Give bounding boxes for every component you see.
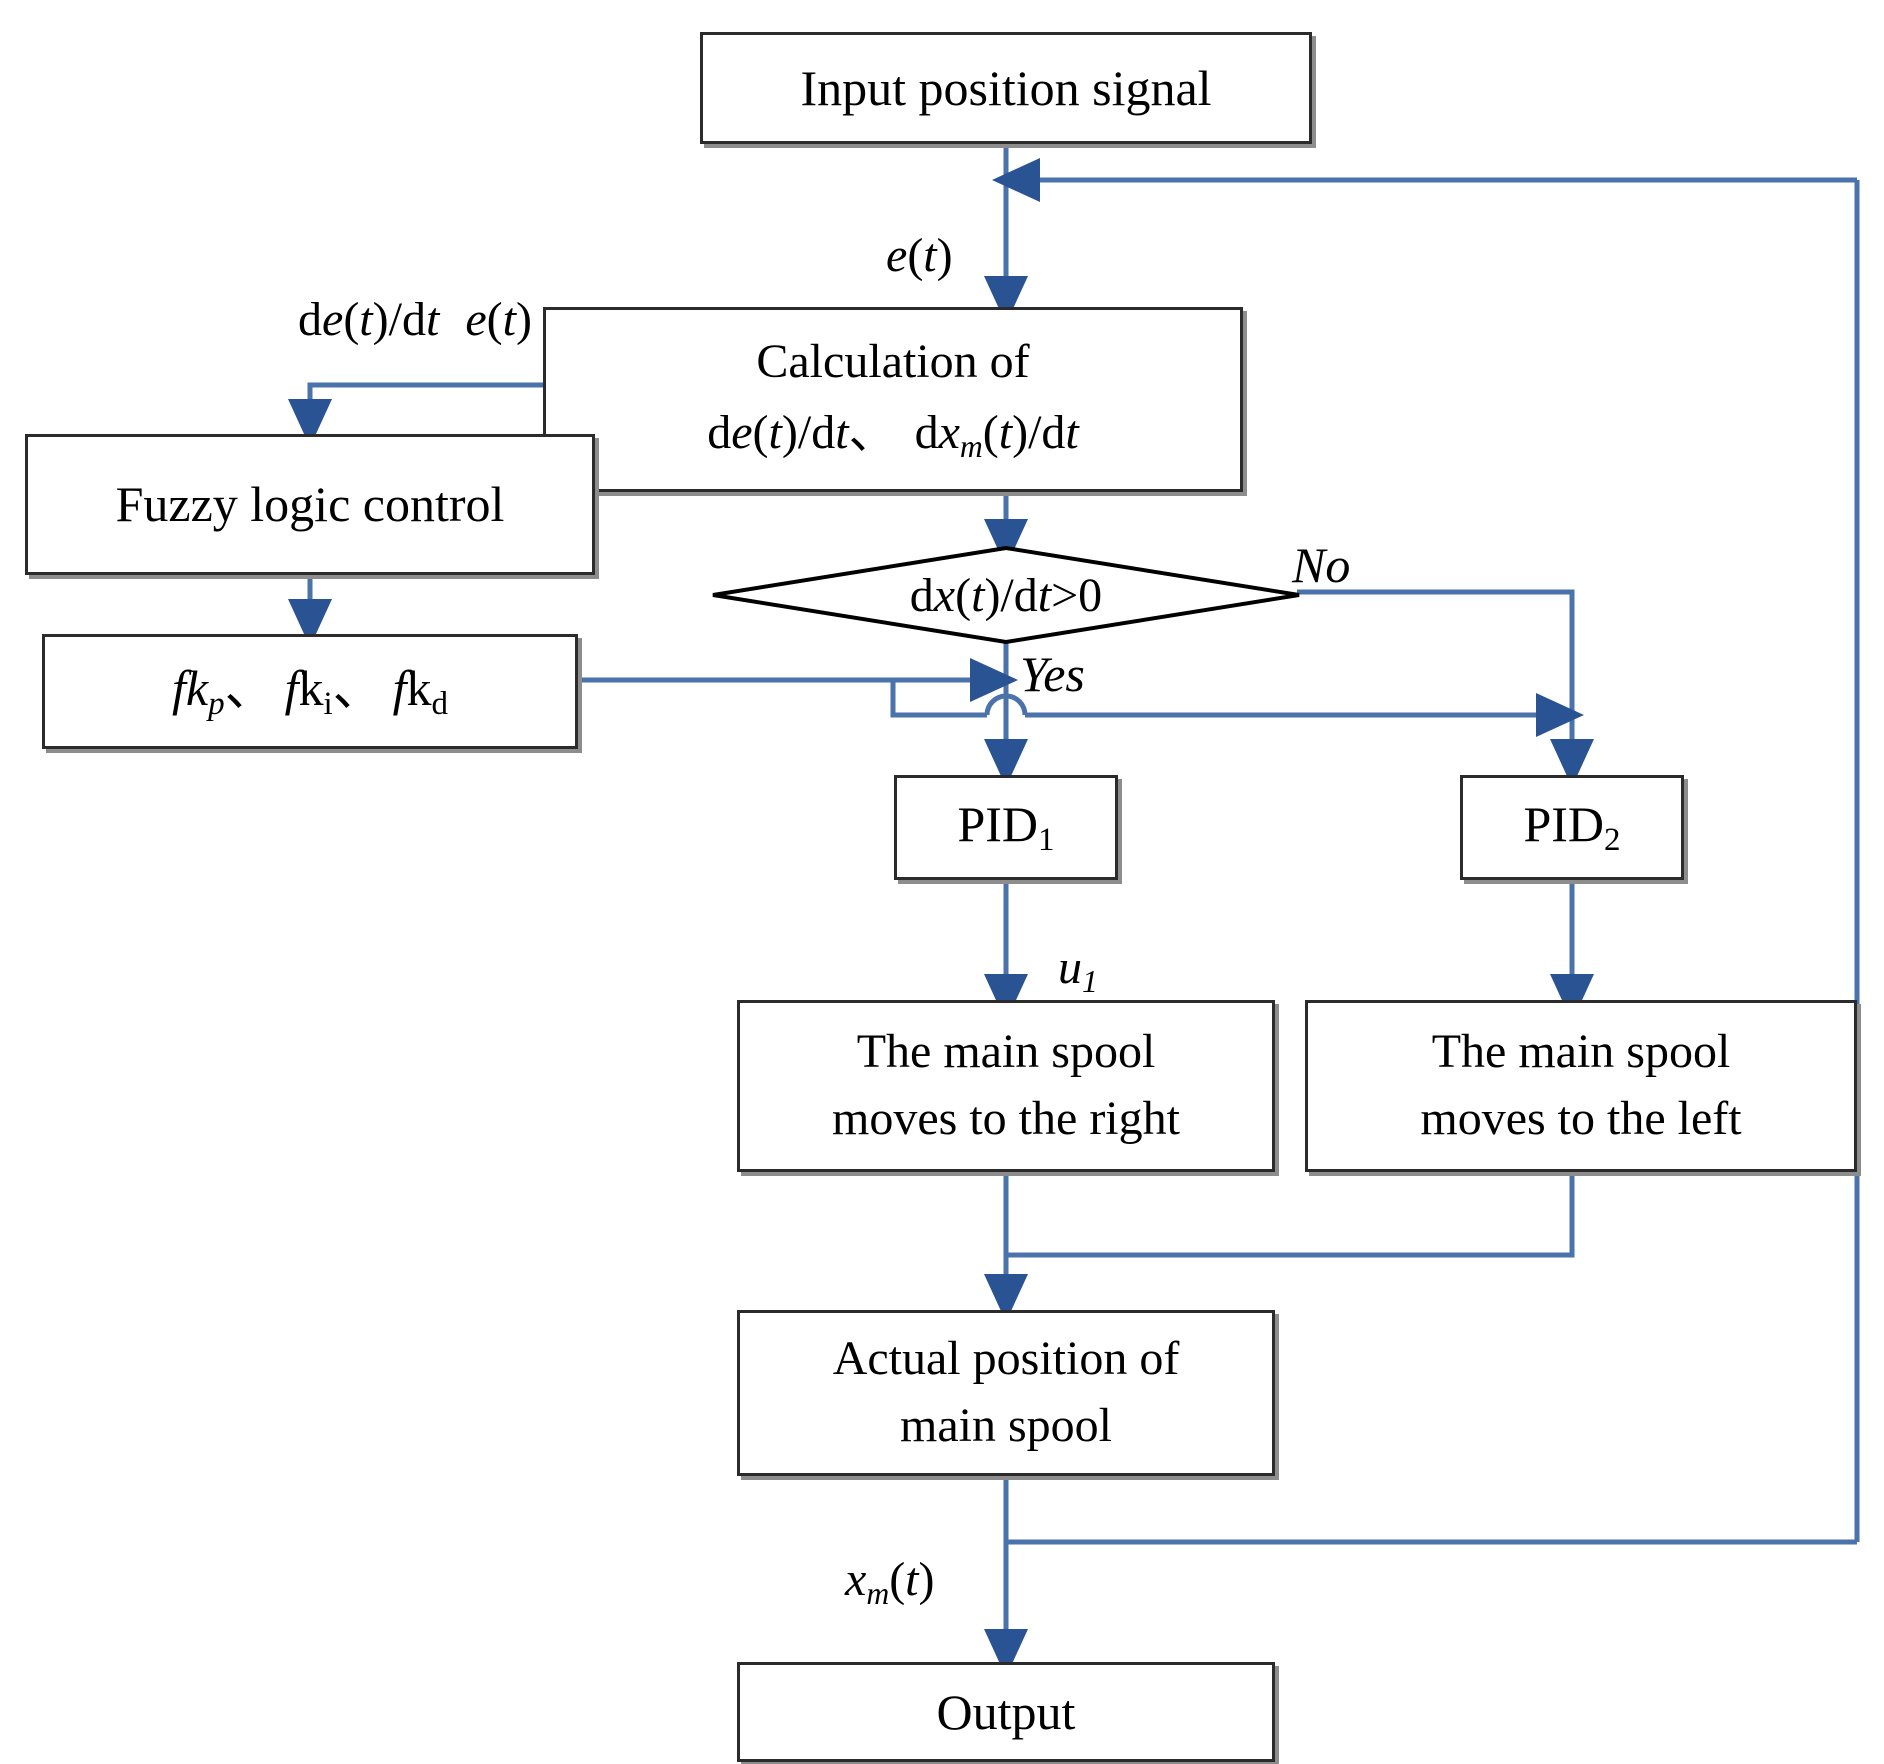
node-spool-left-line1: The main spool	[1431, 1025, 1731, 1079]
node-calculation-line1: Calculation of	[756, 335, 1030, 389]
edge-spool-left-merge	[1006, 1172, 1575, 1258]
node-pid1-label: PID1	[957, 795, 1055, 859]
node-decision-label: dx(t)/dt>0	[909, 568, 1103, 622]
node-fuzzy-gains[interactable]: fkp、fki、fkd	[42, 634, 578, 749]
node-output[interactable]: Output	[737, 1662, 1275, 1762]
node-spool-left-line2: moves to the left	[1420, 1092, 1742, 1145]
edge-line-hop	[984, 693, 1028, 716]
node-calculation[interactable]: Calculation of de(t)/dt、dxm(t)/dt	[543, 307, 1243, 492]
node-decision-dxdt[interactable]: dx(t)/dt>0	[710, 545, 1302, 645]
edge-decision-no-to-pid2	[1297, 589, 1594, 788]
edge-label-xm: xm(t)	[845, 1553, 935, 1611]
diamond-shape	[712, 545, 1300, 645]
node-fuzzy-logic-control[interactable]: Fuzzy logic control	[25, 434, 595, 575]
node-output-label: Output	[936, 1683, 1076, 1740]
node-actual-line2: main spool	[900, 1399, 1112, 1452]
node-input-label: Input position signal	[800, 59, 1212, 116]
edge-calculation-to-fuzzy	[288, 382, 543, 448]
node-spool-moves-right[interactable]: The main spool moves to the right	[737, 1000, 1275, 1172]
edge-label-error-top: e(t)	[886, 229, 953, 282]
edge-label-u1: u1	[1058, 941, 1098, 999]
node-spool-right-line2: moves to the right	[832, 1092, 1180, 1145]
node-pid1[interactable]: PID1	[894, 775, 1118, 880]
node-input-position-signal[interactable]: Input position signal	[700, 32, 1312, 144]
node-spool-right-line1: The main spool	[856, 1025, 1156, 1079]
node-calculation-line2: de(t)/dt、dxm(t)/dt	[707, 405, 1079, 464]
node-pid2-label: PID2	[1523, 795, 1621, 859]
node-spool-moves-left[interactable]: The main spool moves to the left	[1305, 1000, 1857, 1172]
node-gains-label: fkp、fki、fkd	[171, 659, 449, 723]
node-actual-line1: Actual position of	[832, 1332, 1180, 1386]
edge-label-yes: Yes	[1020, 646, 1085, 702]
edge-label-no: No	[1292, 537, 1351, 593]
edge-gains-branch-to-pid2	[890, 680, 1562, 715]
node-pid2[interactable]: PID2	[1460, 775, 1684, 880]
node-fuzzy-label: Fuzzy logic control	[115, 476, 505, 532]
node-actual-position[interactable]: Actual position of main spool	[737, 1310, 1275, 1476]
